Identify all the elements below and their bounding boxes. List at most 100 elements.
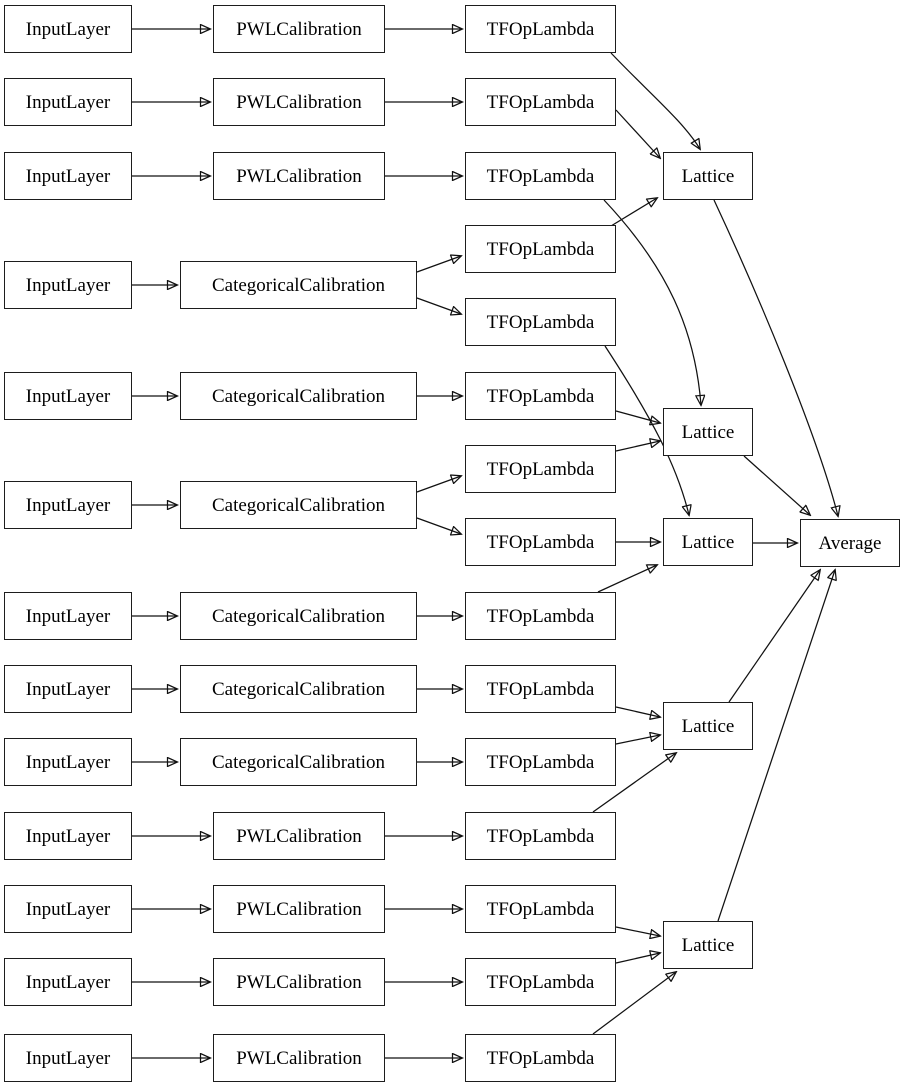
- node-tfoplambda-t12: TFOpLambda: [465, 812, 616, 860]
- node-label: PWLCalibration: [236, 91, 362, 113]
- edge-t9-lc: [597, 565, 657, 593]
- node-inputlayer-i8: InputLayer: [4, 665, 132, 713]
- node-label: TFOpLambda: [486, 238, 595, 260]
- edge-t14-le: [615, 953, 660, 964]
- node-tfoplambda-t3: TFOpLambda: [465, 152, 616, 200]
- node-label: TFOpLambda: [486, 751, 595, 773]
- edge-c6-t8: [416, 517, 461, 534]
- node-label: InputLayer: [25, 91, 111, 113]
- node-categoricalcalibration-c9: CategoricalCalibration: [180, 738, 417, 786]
- node-label: PWLCalibration: [236, 1047, 362, 1069]
- node-label: InputLayer: [25, 274, 111, 296]
- node-inputlayer-i10: InputLayer: [4, 812, 132, 860]
- node-label: Lattice: [681, 531, 735, 553]
- node-label: TFOpLambda: [486, 898, 595, 920]
- node-label: TFOpLambda: [486, 18, 595, 40]
- node-pwlcalibration-p1: PWLCalibration: [213, 5, 385, 53]
- node-label: InputLayer: [25, 751, 111, 773]
- node-lattice-lb: Lattice: [663, 408, 753, 456]
- node-label: InputLayer: [25, 1047, 111, 1069]
- node-inputlayer-i13: InputLayer: [4, 1034, 132, 1082]
- node-tfoplambda-t5: TFOpLambda: [465, 298, 616, 346]
- node-tfoplambda-t11: TFOpLambda: [465, 738, 616, 786]
- edge-t13-le: [615, 926, 660, 936]
- node-label: TFOpLambda: [486, 458, 595, 480]
- node-lattice-ld: Lattice: [663, 702, 753, 750]
- node-tfoplambda-t8: TFOpLambda: [465, 518, 616, 566]
- node-inputlayer-i12: InputLayer: [4, 958, 132, 1006]
- node-inputlayer-i11: InputLayer: [4, 885, 132, 933]
- node-label: CategoricalCalibration: [211, 274, 386, 296]
- node-label: CategoricalCalibration: [211, 751, 386, 773]
- node-categoricalcalibration-c8: CategoricalCalibration: [180, 665, 417, 713]
- node-tfoplambda-t4: TFOpLambda: [465, 225, 616, 273]
- edge-c6-t7: [416, 476, 461, 493]
- node-pwlcalibration-p2: PWLCalibration: [213, 78, 385, 126]
- node-label: TFOpLambda: [486, 1047, 595, 1069]
- edge-t5-lc: [604, 345, 689, 515]
- node-tfoplambda-t7: TFOpLambda: [465, 445, 616, 493]
- node-tfoplambda-t15: TFOpLambda: [465, 1034, 616, 1082]
- node-label: CategoricalCalibration: [211, 605, 386, 627]
- node-label: TFOpLambda: [486, 605, 595, 627]
- edge-group: [132, 29, 838, 1058]
- node-label: CategoricalCalibration: [211, 494, 386, 516]
- node-label: TFOpLambda: [486, 531, 595, 553]
- node-label: InputLayer: [25, 385, 111, 407]
- node-label: TFOpLambda: [486, 165, 595, 187]
- node-lattice-la: Lattice: [663, 152, 753, 200]
- edge-t4-la: [610, 198, 657, 227]
- node-tfoplambda-t2: TFOpLambda: [465, 78, 616, 126]
- edge-c4-t4: [416, 256, 461, 273]
- edge-ld-avg: [728, 570, 820, 703]
- node-label: InputLayer: [25, 898, 111, 920]
- node-tfoplambda-t10: TFOpLambda: [465, 665, 616, 713]
- node-label: PWLCalibration: [236, 898, 362, 920]
- node-label: TFOpLambda: [486, 311, 595, 333]
- node-label: TFOpLambda: [486, 385, 595, 407]
- node-tfoplambda-t9: TFOpLambda: [465, 592, 616, 640]
- node-label: Lattice: [681, 715, 735, 737]
- node-pwlcalibration-p10: PWLCalibration: [213, 812, 385, 860]
- edge-t10-ld: [615, 706, 660, 717]
- edge-lb-avg: [743, 455, 810, 515]
- node-pwlcalibration-p13: PWLCalibration: [213, 1034, 385, 1082]
- node-label: Lattice: [681, 165, 735, 187]
- edge-c4-t5: [416, 297, 461, 314]
- node-label: CategoricalCalibration: [211, 678, 386, 700]
- node-label: InputLayer: [25, 605, 111, 627]
- edge-t1-la: [610, 52, 700, 149]
- node-label: CategoricalCalibration: [211, 385, 386, 407]
- node-inputlayer-i5: InputLayer: [4, 372, 132, 420]
- node-label: PWLCalibration: [236, 971, 362, 993]
- node-tfoplambda-t1: TFOpLambda: [465, 5, 616, 53]
- node-label: InputLayer: [25, 18, 111, 40]
- node-inputlayer-i2: InputLayer: [4, 78, 132, 126]
- node-inputlayer-i6: InputLayer: [4, 481, 132, 529]
- node-tfoplambda-t14: TFOpLambda: [465, 958, 616, 1006]
- node-label: TFOpLambda: [486, 678, 595, 700]
- node-label: InputLayer: [25, 678, 111, 700]
- node-label: Lattice: [681, 934, 735, 956]
- edge-t15-le: [592, 972, 676, 1035]
- node-label: TFOpLambda: [486, 91, 595, 113]
- node-label: InputLayer: [25, 971, 111, 993]
- node-inputlayer-i9: InputLayer: [4, 738, 132, 786]
- node-inputlayer-i7: InputLayer: [4, 592, 132, 640]
- node-label: Average: [818, 532, 882, 554]
- node-label: PWLCalibration: [236, 825, 362, 847]
- node-pwlcalibration-p3: PWLCalibration: [213, 152, 385, 200]
- node-average-avg: Average: [800, 519, 900, 567]
- node-lattice-le: Lattice: [663, 921, 753, 969]
- node-label: Lattice: [681, 421, 735, 443]
- node-inputlayer-i1: InputLayer: [4, 5, 132, 53]
- node-categoricalcalibration-c5: CategoricalCalibration: [180, 372, 417, 420]
- edge-t11-ld: [615, 735, 660, 745]
- node-tfoplambda-t13: TFOpLambda: [465, 885, 616, 933]
- node-categoricalcalibration-c6: CategoricalCalibration: [180, 481, 417, 529]
- node-lattice-lc: Lattice: [663, 518, 753, 566]
- node-label: InputLayer: [25, 494, 111, 516]
- node-label: InputLayer: [25, 825, 111, 847]
- edge-t12-ld: [592, 753, 676, 813]
